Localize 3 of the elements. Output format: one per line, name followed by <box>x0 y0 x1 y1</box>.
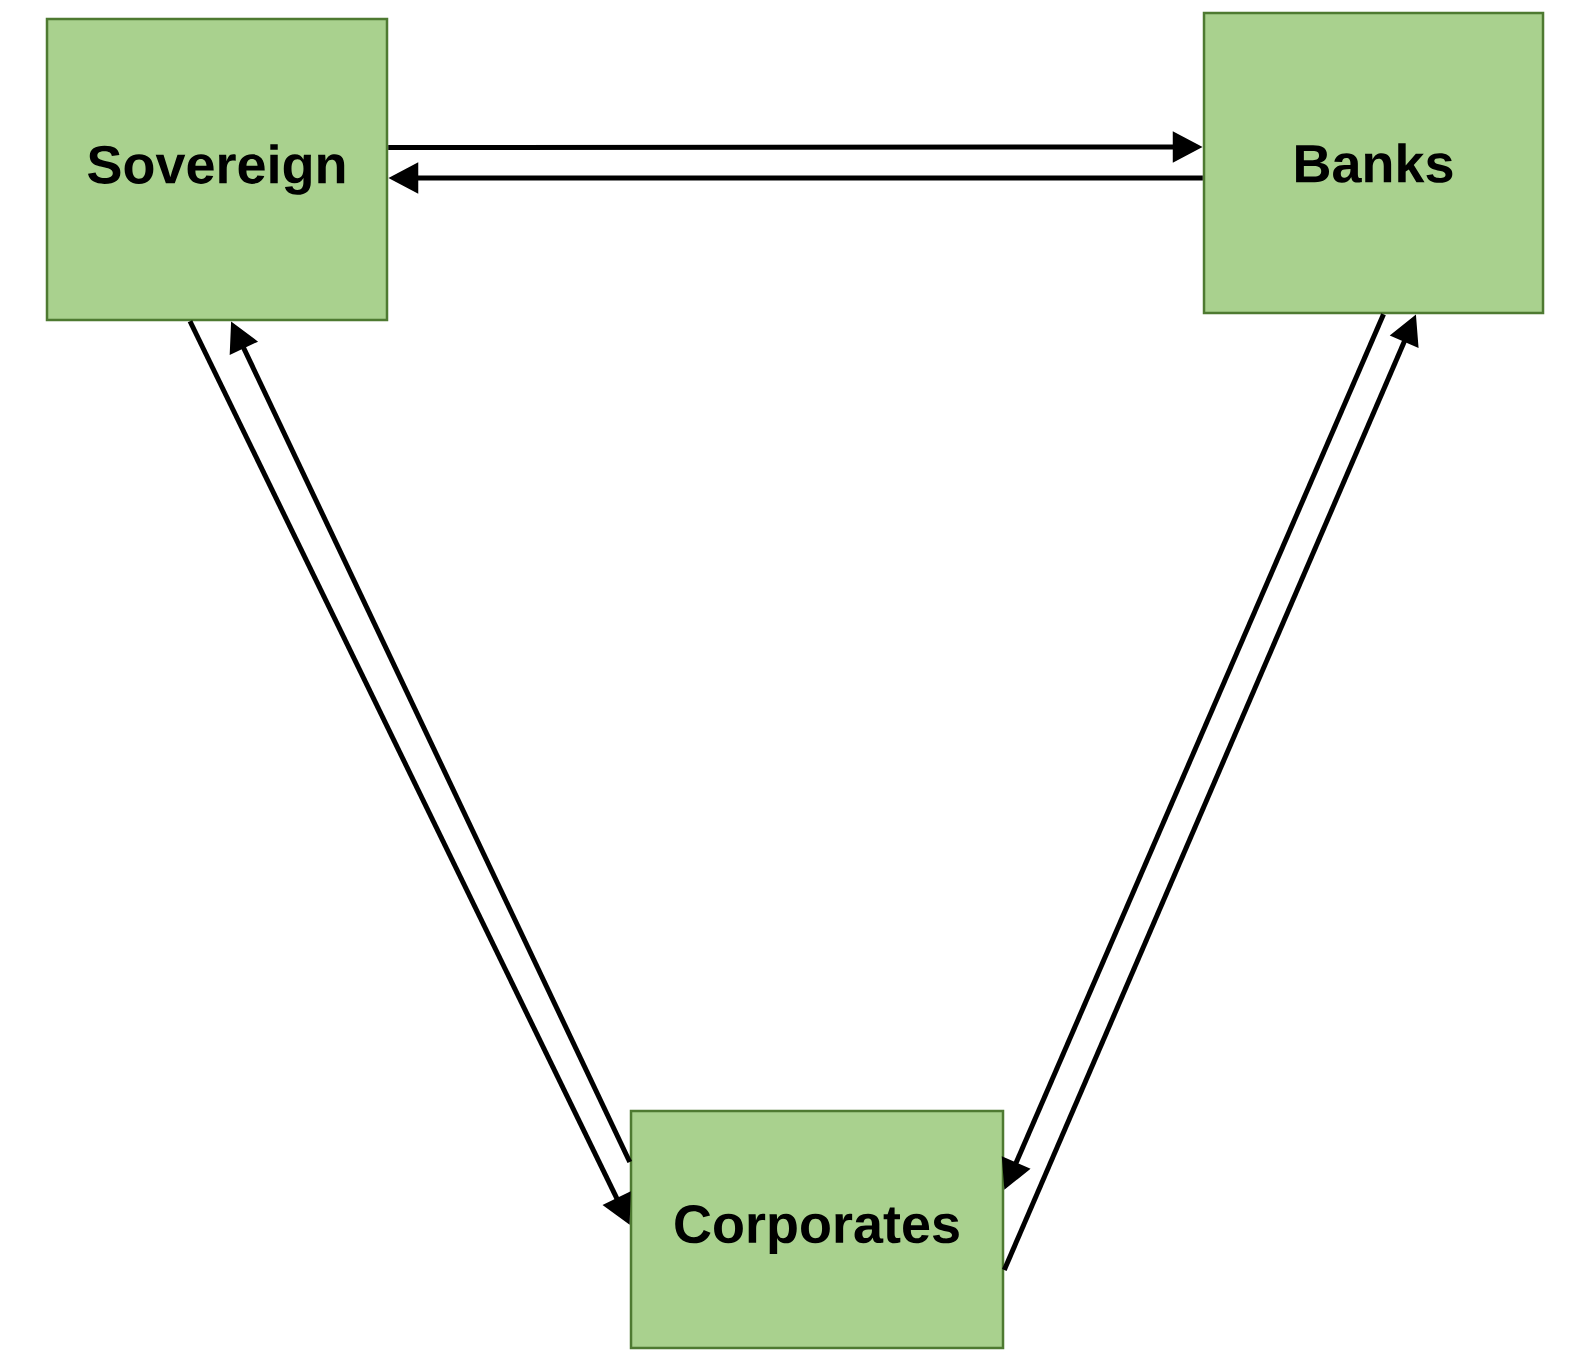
entity-box: Banks <box>1202 11 1545 315</box>
entity-box: Corporates <box>629 1109 1005 1350</box>
entity-box: Sovereign <box>45 17 389 322</box>
